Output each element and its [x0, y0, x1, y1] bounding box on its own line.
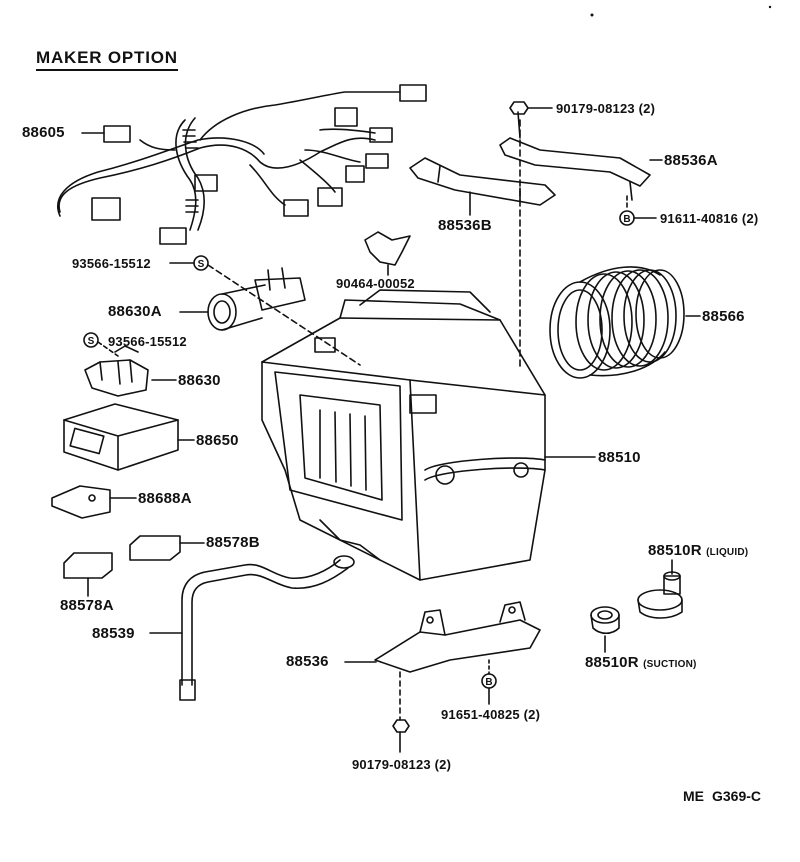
nut-top	[509, 101, 529, 115]
label-88510R-liquid-number: 88510R	[648, 542, 702, 559]
label-90179-08123-bottom: 90179-08123 (2)	[352, 757, 452, 772]
label-88510R-suction-number: 88510R	[585, 654, 639, 671]
diagram-reference: ME G369-C	[683, 788, 769, 804]
duct-88566	[549, 266, 685, 379]
label-88510R-suction: 88510R (SUCTION)	[585, 654, 697, 671]
pad-88578B	[129, 535, 181, 561]
bracket-88688A	[51, 485, 111, 519]
reference-code-a: ME	[683, 788, 704, 804]
bolt-marker-b-2: B	[485, 677, 492, 688]
sensor-88630A	[207, 267, 306, 331]
label-91651-40825: 91651-40825 (2)	[441, 707, 541, 722]
label-88630A: 88630A	[108, 303, 162, 320]
clip-90464	[364, 231, 411, 266]
label-93566-15512-b: 93566-15512	[108, 334, 187, 349]
bracket-88536	[374, 601, 541, 673]
label-88536A: 88536A	[664, 152, 718, 169]
label-88539: 88539	[92, 625, 135, 642]
label-88536: 88536	[286, 653, 329, 670]
screw-marker-s-2: S	[88, 336, 95, 347]
label-88510R-liquid: 88510R (LIQUID)	[648, 542, 748, 559]
reference-code-b: G369-C	[712, 788, 762, 804]
label-88566: 88566	[702, 308, 745, 325]
label-liquid-note: (LIQUID)	[706, 547, 749, 558]
label-90464-00052: 90464-00052	[336, 276, 415, 291]
label-88650: 88650	[196, 432, 239, 449]
label-88578B: 88578B	[206, 534, 260, 551]
label-93566-15512-a: 93566-15512	[72, 256, 151, 271]
drain-hose-88539	[179, 555, 355, 701]
fitting-88510R-suction	[590, 606, 620, 635]
label-88578A: 88578A	[60, 597, 114, 614]
label-90179-08123-top: 90179-08123 (2)	[556, 101, 656, 116]
bracket-88536A	[499, 111, 651, 201]
nut-bottom	[392, 719, 410, 733]
label-88510: 88510	[598, 449, 641, 466]
label-91611-40816: 91611-40816 (2)	[660, 211, 759, 226]
label-88688A: 88688A	[138, 490, 192, 507]
label-88630: 88630	[178, 372, 221, 389]
thermistor-88630	[84, 345, 149, 397]
label-88536B: 88536B	[438, 217, 492, 234]
bolt-marker-b-1: B	[623, 214, 630, 225]
label-88605: 88605	[22, 124, 65, 141]
fitting-88510R-liquid	[637, 571, 683, 619]
cooling-unit-88510	[261, 289, 546, 581]
amplifier-88650	[63, 403, 179, 471]
pad-88578A	[63, 552, 113, 579]
label-suction-note: (SUCTION)	[643, 659, 697, 670]
page-title: MAKER OPTION	[36, 48, 178, 71]
screw-marker-s-1: S	[198, 259, 205, 270]
wire-harness-88605	[57, 84, 427, 245]
